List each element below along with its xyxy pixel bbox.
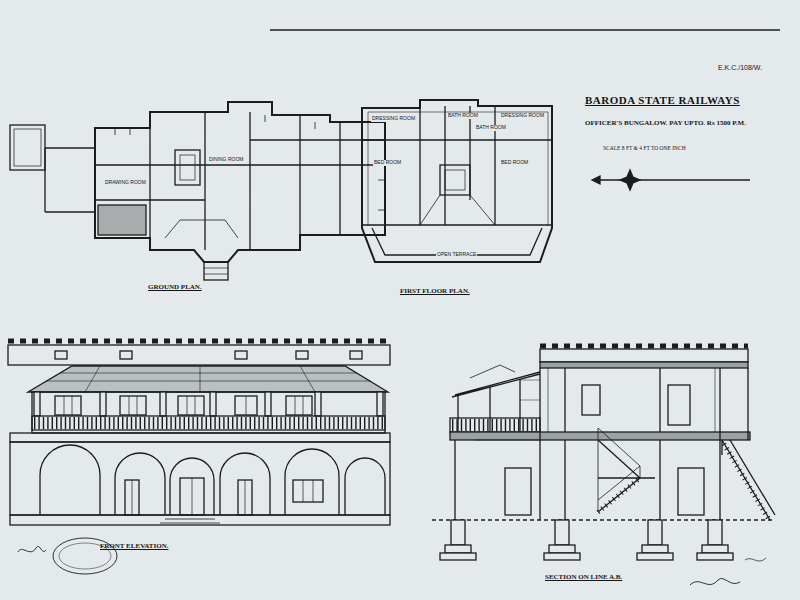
- section-title: SECTION ON LINE A.B.: [545, 574, 622, 582]
- room-name: BED ROOM: [500, 160, 529, 166]
- drawing-number: E.K.C./108/W.: [718, 64, 762, 72]
- plan-title: GROUND PLAN.: [148, 284, 202, 292]
- first-floor-plan: [362, 100, 552, 262]
- room-name: BED ROOM: [373, 160, 402, 166]
- elevation-title: FRONT ELEVATION.: [100, 543, 168, 551]
- plan-title: FIRST FLOOR PLAN.: [400, 288, 470, 296]
- room-name: DRAWING ROOM: [104, 180, 147, 186]
- building-section: [432, 346, 775, 560]
- room-name: DINING ROOM: [208, 157, 244, 163]
- room-name: DRESSING ROOM: [500, 113, 545, 119]
- drawing-subtitle: OFFICER'S BUNGALOW. PAY UPTO. Rs 1500 P.…: [585, 120, 746, 128]
- scale-note: SCALE 8 FT & 4 FT TO ONE INCH: [603, 145, 686, 151]
- front-elevation: [8, 341, 390, 525]
- ground-plan: [10, 102, 385, 280]
- room-name: BATH ROOM: [475, 125, 507, 131]
- header-rule: [270, 29, 780, 31]
- north-arrow: [592, 170, 750, 190]
- room-name: BATH ROOM: [447, 113, 479, 119]
- room-name: DRESSING ROOM: [371, 116, 416, 122]
- drawing-title: BARODA STATE RAILWAYS: [585, 94, 740, 106]
- room-name: OPEN TERRACE: [436, 252, 477, 258]
- stamp: [18, 538, 766, 585]
